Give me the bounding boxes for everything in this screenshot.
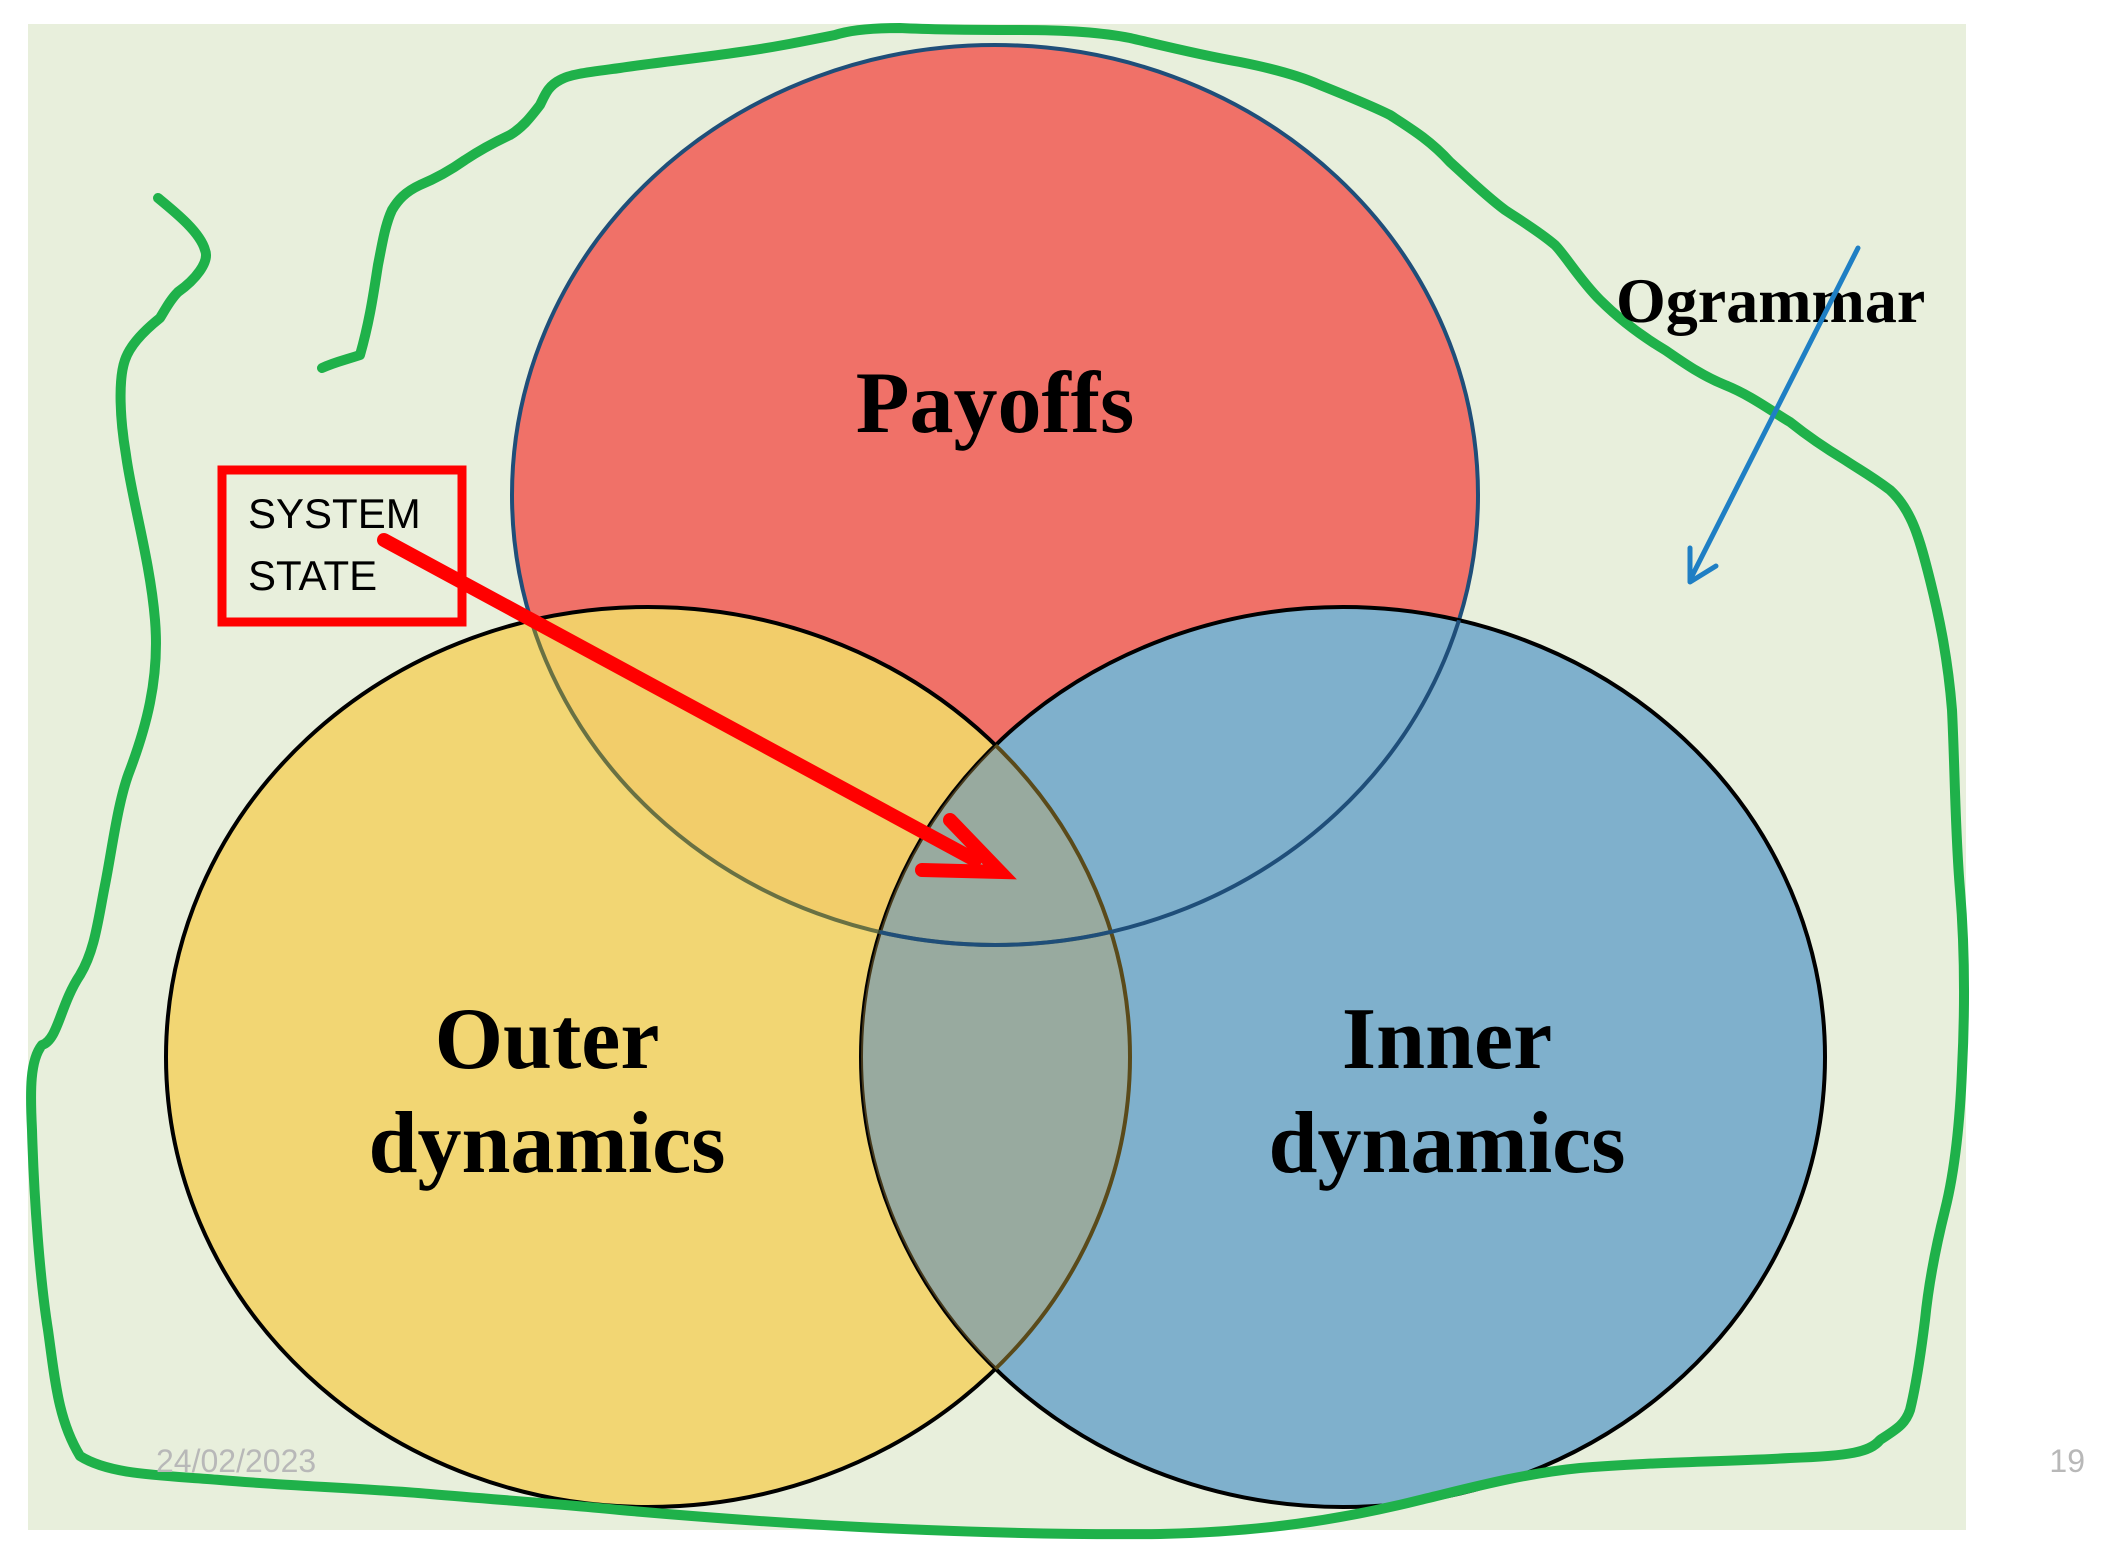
outer-dynamics-label-line2: dynamics — [369, 1095, 726, 1192]
payoffs-label: Payoffs — [856, 355, 1135, 452]
ogrammar-arrow-head — [1687, 545, 1719, 585]
ogrammar-arrow-shaft — [1687, 245, 1861, 583]
system-state-label-line2: STATE — [248, 552, 377, 599]
slide-page-number: 19 — [2049, 1443, 2085, 1479]
system-state-box — [217, 465, 467, 627]
inner-dynamics-label-line2: dynamics — [1269, 1095, 1626, 1192]
inner-dynamics-circle — [859, 605, 1827, 1509]
outer-dynamics-label-line1: Outer — [435, 991, 660, 1088]
payoffs-lower-outline-blue — [861, 607, 1480, 947]
inner-dynamics-label-line1: Inner — [1342, 991, 1552, 1088]
system-state-arrow-shaft — [377, 533, 982, 867]
ogrammar-boundary — [26, 23, 1970, 1540]
slide-date: 24/02/2023 — [156, 1443, 316, 1479]
system-state-label-line1: SYSTEM — [248, 490, 421, 537]
ogrammar-label: Ogrammar — [1616, 265, 1925, 336]
system-state-arrow-head — [915, 813, 1017, 880]
